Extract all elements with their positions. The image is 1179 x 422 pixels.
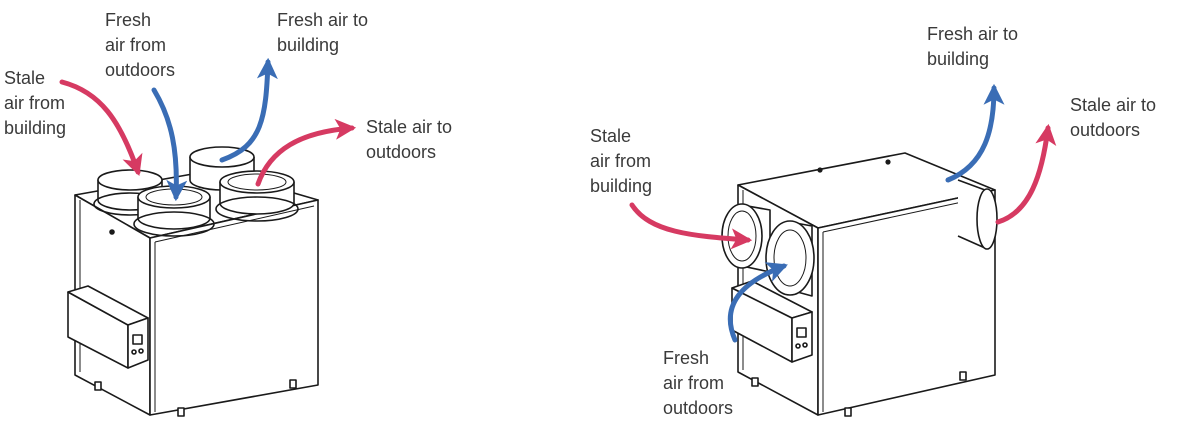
cabinet-right-face	[817, 189, 996, 416]
control-display	[796, 327, 807, 338]
stale-air-to-outdoors-arrow	[255, 118, 357, 187]
fresh-air-to-building-arrow	[945, 83, 1005, 183]
mounting-hole	[817, 167, 823, 173]
label-stale-air-from-building: Stale air from building	[4, 68, 67, 138]
fresh-air-from-outdoors-arrow	[151, 87, 188, 202]
label-fresh-air-from-outdoors: Fresh air from outdoors	[105, 10, 176, 80]
control-button	[131, 349, 137, 355]
label-stale-air-to-outdoors: Stale air to outdoors	[366, 117, 453, 162]
cabinet-foot	[844, 407, 852, 417]
cabinet-foot	[177, 407, 185, 417]
mounting-hole	[109, 229, 115, 235]
label-fresh-air-to-building: Fresh air to building	[277, 10, 369, 55]
fresh-air-to-building-arrow	[219, 57, 278, 163]
cabinet-foot	[959, 371, 967, 381]
side-port-left-front	[765, 220, 815, 297]
label-stale-air-from-building: Stale air from building	[590, 126, 653, 196]
stale-air-from-building-arrow	[59, 79, 143, 176]
label-stale-air-to-outdoors: Stale air to outdoors	[1070, 95, 1157, 140]
top-port-unit	[67, 146, 319, 417]
control-display	[132, 334, 143, 345]
cabinet-foot	[289, 379, 297, 389]
label-fresh-air-to-building: Fresh air to building	[927, 24, 1019, 69]
control-button	[138, 348, 144, 354]
control-button	[795, 343, 801, 349]
fresh-air-from-outdoors-arrow	[727, 262, 788, 343]
stale-air-to-outdoors-arrow	[995, 123, 1057, 225]
cabinet-foot	[751, 377, 759, 387]
side-port-right-upper	[957, 179, 998, 250]
mounting-hole	[885, 159, 891, 165]
side-port-unit	[721, 152, 998, 417]
cabinet-foot	[94, 381, 102, 391]
label-fresh-air-from-outdoors: Fresh air from outdoors	[663, 348, 734, 418]
control-button	[802, 342, 808, 348]
stale-air-from-building-arrow	[629, 202, 753, 250]
